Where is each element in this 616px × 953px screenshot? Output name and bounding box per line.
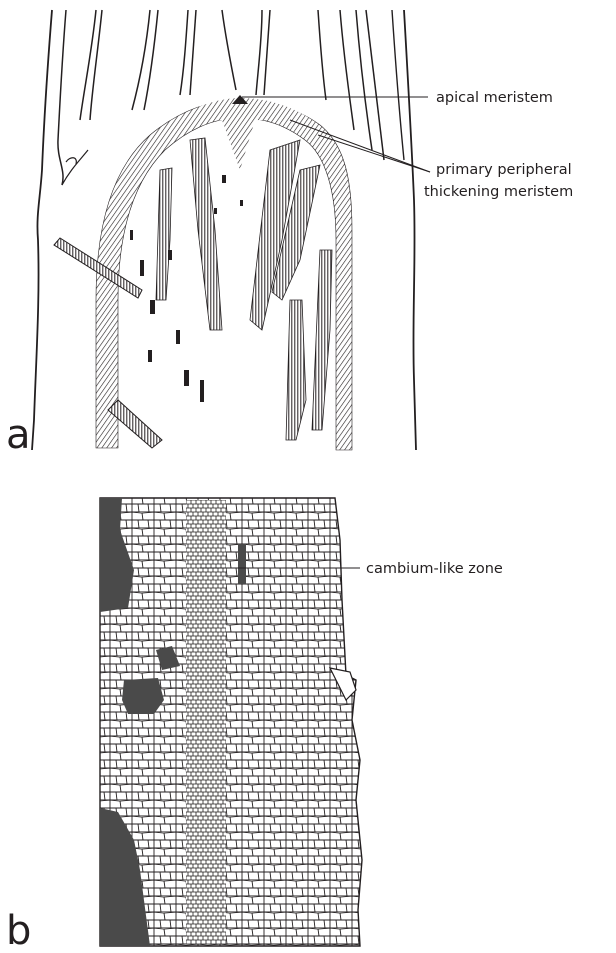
label-pptm-line1: primary peripheral	[436, 162, 572, 178]
stem-outline-right	[404, 10, 416, 450]
panel-letter-a: a	[6, 412, 31, 458]
vascular-strands	[156, 138, 332, 440]
cambium-zone	[186, 500, 226, 944]
panel-letter-b: b	[6, 908, 31, 953]
label-pptm-line2: thickening meristem	[424, 184, 573, 200]
label-cambium-like-zone: cambium-like zone	[366, 561, 503, 577]
label-apical-meristem: apical meristem	[436, 90, 553, 106]
panel-b-drawing	[100, 498, 362, 946]
stem-outline-left	[32, 10, 52, 450]
panel-a-drawing	[32, 10, 416, 450]
